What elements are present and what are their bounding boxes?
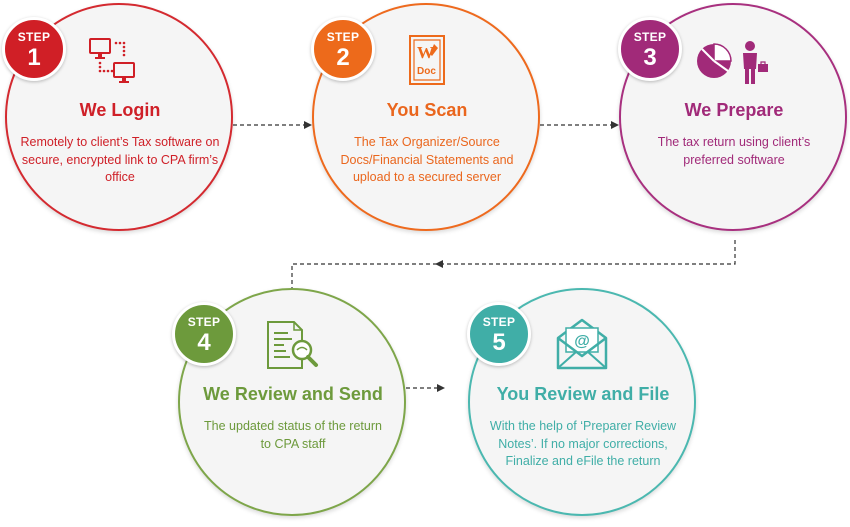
computer-network-icon — [89, 38, 135, 83]
step-5-badge: STEP 5 — [467, 302, 531, 366]
email-envelope-icon: @ — [556, 318, 608, 370]
pie-chart-businessman-icon — [697, 41, 768, 84]
document-review-magnifier-icon — [267, 321, 318, 369]
step-4-circle — [178, 288, 406, 516]
step-2-circle — [312, 3, 540, 231]
step-5-number: 5 — [492, 329, 506, 356]
step-5-label: STEP — [482, 315, 516, 329]
step-4-title: We Review and Send — [203, 384, 383, 404]
connector-3-4-tail — [291, 263, 437, 290]
step-4-badge: STEP 4 — [172, 302, 236, 366]
step-3-badge: STEP 3 — [618, 17, 682, 81]
step-4-number: 4 — [197, 329, 211, 356]
step-2-title: You Scan — [386, 100, 468, 120]
step-1-description: Remotely to client’s Tax software on sec… — [20, 135, 220, 184]
step-3-title: We Prepare — [684, 100, 784, 120]
word-document-icon: W Doc — [409, 35, 445, 85]
step-5-title: You Review and File — [496, 384, 670, 404]
step-1-label: STEP — [17, 30, 51, 44]
step-1-title: We Login — [79, 100, 161, 120]
svg-text:W: W — [417, 43, 434, 62]
svg-text:@: @ — [574, 333, 590, 350]
step-1-badge: STEP 1 — [2, 17, 66, 81]
connector-3-4 — [435, 240, 736, 268]
step-3-description: The tax return using client’s preferred … — [657, 135, 811, 167]
step-2-label: STEP — [326, 30, 360, 44]
step-2-description: The Tax Organizer/Source Docs/Financial … — [340, 135, 514, 184]
step-2-badge: STEP 2 — [311, 17, 375, 81]
step-2-number: 2 — [336, 44, 350, 71]
doc-icon-text: Doc — [417, 66, 436, 77]
step-4-description: The updated status of the return to CPA … — [204, 419, 382, 451]
step-4-label: STEP — [187, 315, 221, 329]
step-1-number: 1 — [27, 44, 41, 71]
step-5-description: With the help of ‘Preparer Review Notes’… — [489, 419, 677, 468]
step-3-label: STEP — [633, 30, 667, 44]
step-3-number: 3 — [643, 44, 657, 71]
